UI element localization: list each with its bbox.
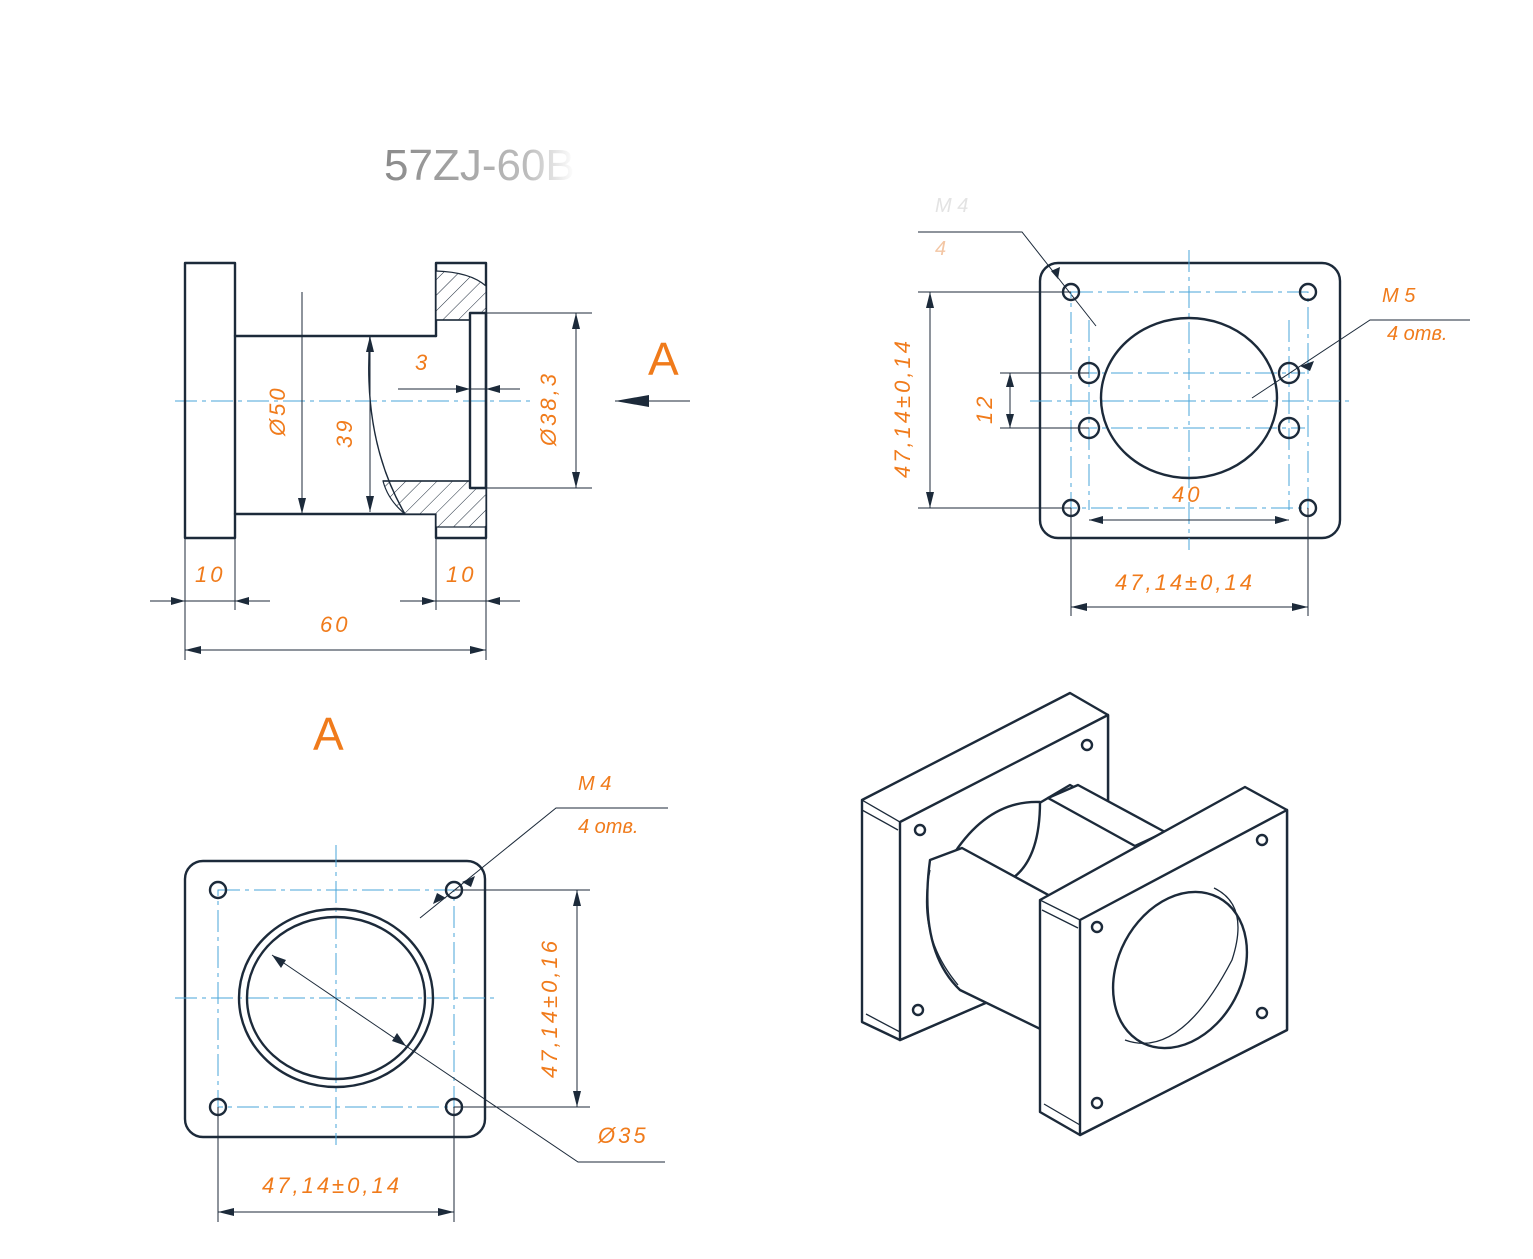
dim-b-vertical: 47,14±0,14 [890,338,915,478]
iso-front-bore-outer [1111,890,1249,1050]
dim-b-horizontal: 47,14±0,14 [1115,570,1255,595]
bore-a-inner [245,915,427,1081]
dim-40: 40 [1172,482,1202,507]
left-flange [183,261,237,540]
holes-label-b: 4 отв. [1387,323,1447,345]
dim-3: 3 [415,350,430,375]
hole-a-tl [208,880,228,900]
dim-39: 39 [332,418,357,448]
view-a: A M 4 4 отв. Ø35 47,14±0,16 [175,708,668,1222]
iso-front-flange-face [1078,808,1289,1137]
drawing-title: 57ZJ-60B [384,141,575,190]
view-arrow-label: A [648,333,679,385]
side-view: 39 Ø50 3 Ø38,3 A 10 10 [150,261,690,660]
front-view-b: M 4 4 M 5 4 отв. [890,195,1470,616]
isometric-view [860,691,1289,1137]
bore-b [1099,316,1279,480]
hole-b-tr [1298,282,1318,302]
dim-diameter-50: Ø50 [265,385,290,437]
bore-a-outer [237,907,435,1089]
hole-b-ir1 [1277,361,1301,385]
dim-a-horizontal: 47,14±0,14 [262,1173,402,1198]
thread-label-m4: M 4 [578,773,611,795]
faded-holes-label: 4 [935,238,946,260]
dim-diameter-35: Ø35 [597,1123,649,1148]
hole-b-ir2 [1277,416,1301,440]
view-a-label: A [313,708,344,760]
thread-label-m5: M 5 [1382,285,1416,307]
dim-flange-right: 10 [446,562,476,587]
view-direction-arrow [615,395,649,407]
faded-thread-label: M 4 [935,195,968,217]
dim-flange-left: 10 [195,562,225,587]
holes-label-a: 4 отв. [578,816,638,838]
dim-a-vertical: 47,14±0,16 [537,938,562,1078]
dim-12: 12 [972,394,997,424]
dim-diameter-38-3: Ø38,3 [536,371,561,447]
dim-total-length: 60 [320,612,350,637]
square-flange-a [183,859,487,1139]
